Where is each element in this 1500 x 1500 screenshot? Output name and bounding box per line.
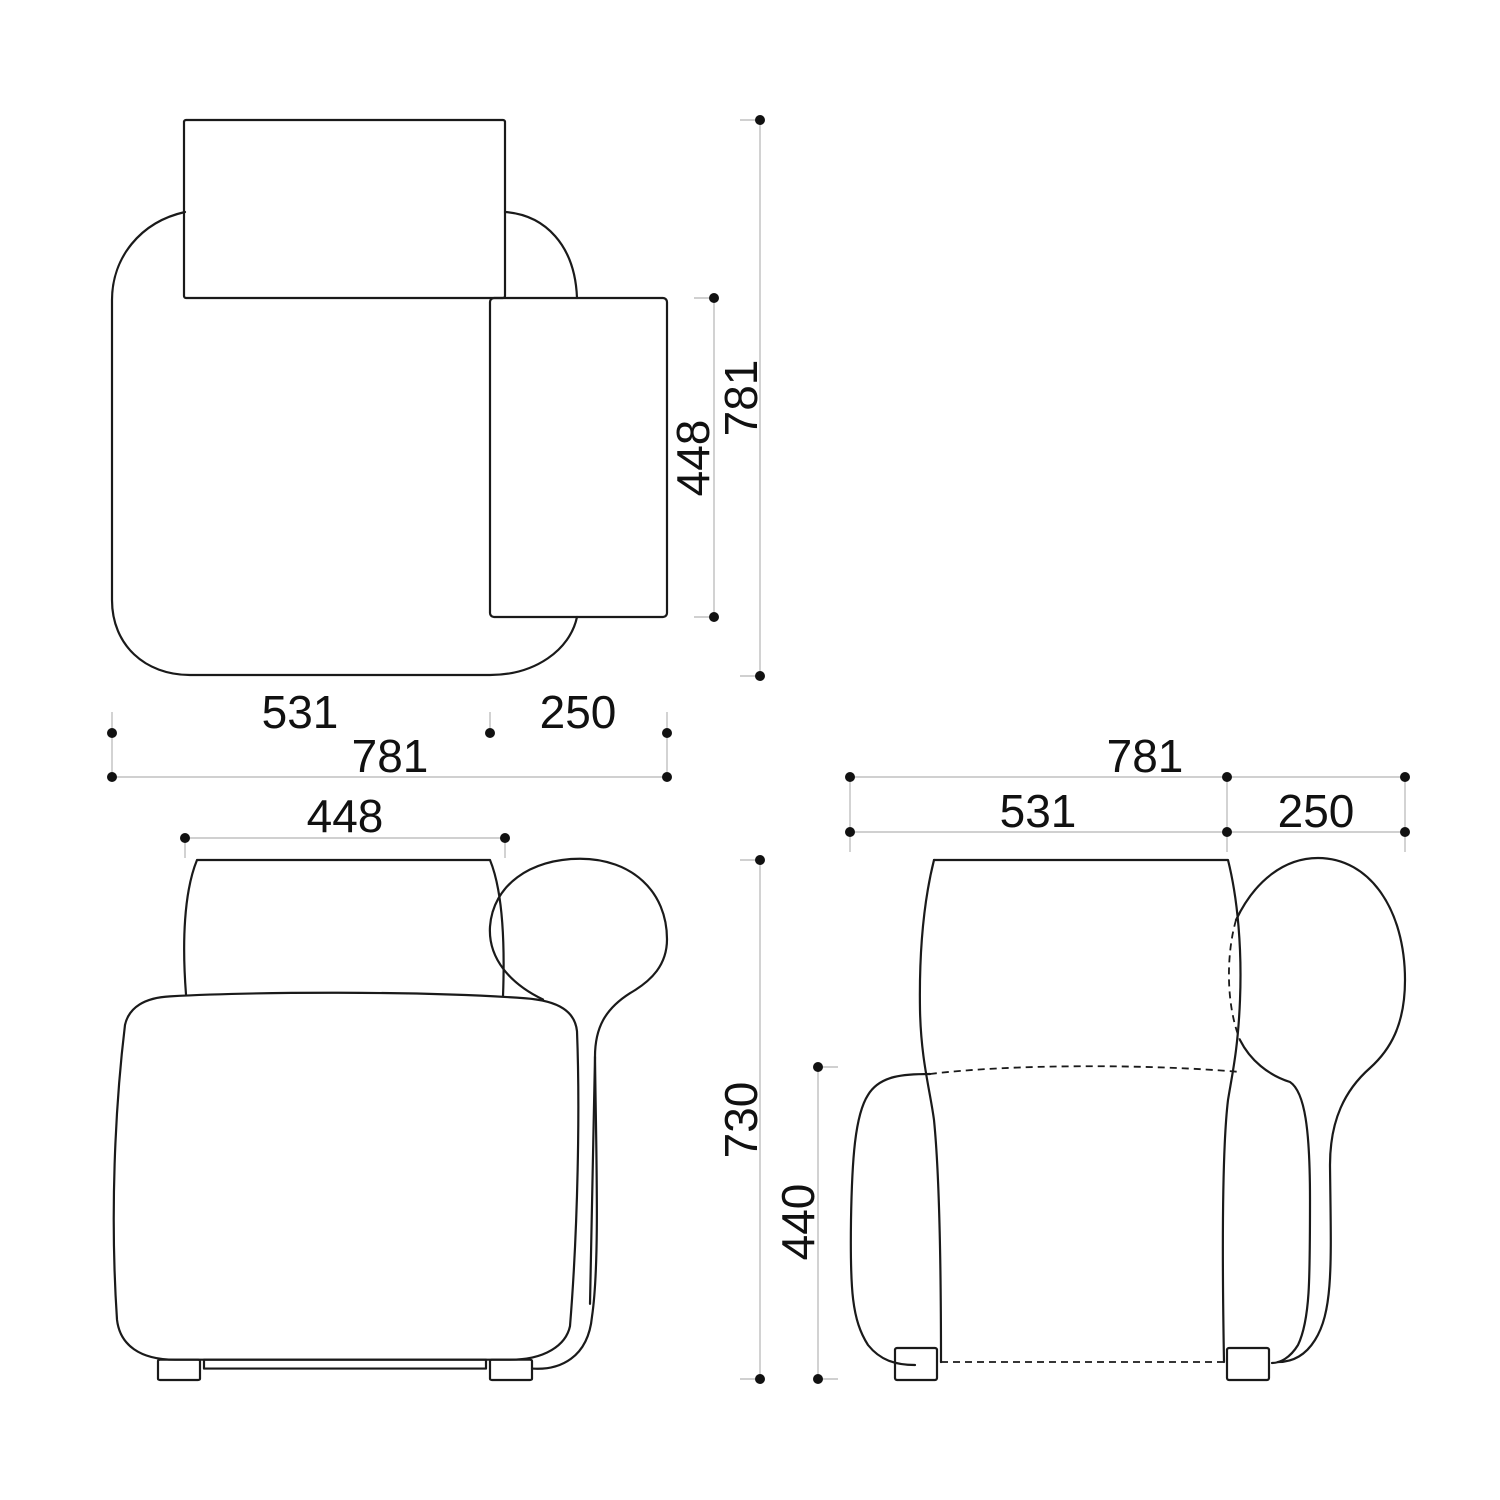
side-view-body	[932, 858, 1242, 1364]
top-view-armrest	[488, 296, 669, 619]
side-view-left-arm	[849, 1072, 932, 1367]
dim-dot	[845, 827, 855, 837]
dim-dot	[709, 612, 719, 622]
front-view-leg-right	[490, 1360, 532, 1380]
dim-dot	[1400, 772, 1410, 782]
dim-dot	[180, 833, 190, 843]
side-view-hidden-seat-top	[929, 1065, 1241, 1075]
dim-label-height-total: 730	[715, 1082, 767, 1159]
front-view-base-plate	[204, 1360, 486, 1369]
side-view-leg-right	[1225, 1346, 1271, 1382]
front-view-arm-stem	[532, 1057, 597, 1369]
dim-label-depth-total: 781	[715, 360, 767, 437]
dim-dot	[107, 772, 117, 782]
dim-dot	[845, 772, 855, 782]
dim-dot	[485, 728, 495, 738]
dim-dot	[755, 855, 765, 865]
dim-label-side-width-total: 781	[1107, 730, 1184, 782]
dim-dot	[662, 772, 672, 782]
dim-dot	[813, 1374, 823, 1384]
top-view: 781 448 531 250 781	[107, 115, 767, 782]
dim-dot	[1222, 827, 1232, 837]
side-view-hidden-arm	[1228, 919, 1241, 1041]
dim-label-width-seat: 531	[262, 686, 339, 738]
dim-dot	[755, 671, 765, 681]
front-view: 448	[114, 790, 667, 1380]
side-view-body-left	[918, 858, 943, 1364]
dim-dot	[755, 115, 765, 125]
dim-dot	[709, 293, 719, 303]
dim-label-side-width-seat: 531	[1000, 785, 1077, 837]
dim-dot	[107, 728, 117, 738]
dim-label-side-width-arm: 250	[1278, 785, 1355, 837]
dim-dot	[755, 1374, 765, 1384]
front-view-seat	[114, 993, 579, 1360]
dim-label-width-arm: 250	[540, 686, 617, 738]
dim-dot	[1400, 827, 1410, 837]
top-view-backrest	[182, 118, 507, 300]
dim-dot	[662, 728, 672, 738]
front-view-leg-left	[158, 1360, 200, 1380]
side-view-leg-left	[893, 1346, 939, 1382]
dim-label-armrest-length: 448	[667, 420, 719, 497]
dim-label-seat-height: 440	[772, 1184, 824, 1261]
front-view-backrest	[184, 860, 504, 996]
dim-label-width-total: 781	[352, 730, 429, 782]
front-view-armrest	[490, 859, 667, 1304]
side-view: 781 531 250 730 440	[715, 730, 1410, 1384]
side-view-right-arm	[1238, 1038, 1312, 1365]
dim-label-backrest-width: 448	[307, 790, 384, 842]
dim-dot	[500, 833, 510, 843]
dim-dot	[1222, 772, 1232, 782]
top-view-base-outline	[110, 210, 579, 677]
side-view-right-arm-balloon	[1234, 856, 1407, 1364]
dim-dot	[813, 1062, 823, 1072]
